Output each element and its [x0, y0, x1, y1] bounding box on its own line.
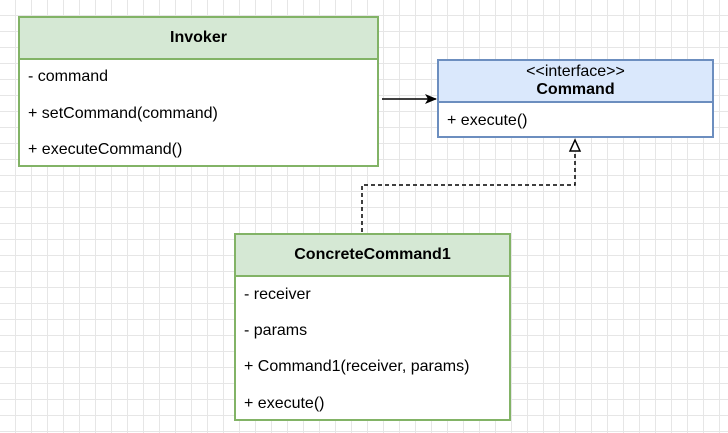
command-interface[interactable]: <<interface>> Command + execute() [437, 59, 714, 138]
concrete-command-class[interactable]: ConcreteCommand1 - receiver - params + C… [234, 233, 511, 421]
command-interface-stereotype: <<interface>> [526, 63, 625, 81]
invoker-class-header: Invoker [20, 18, 377, 60]
command-interface-name: Command [536, 81, 615, 98]
command-interface-header: <<interface>> Command [439, 61, 712, 103]
concrete-method-execute: + execute() [244, 395, 325, 412]
invoker-class[interactable]: Invoker - command + setCommand(command) … [18, 16, 379, 167]
invoker-class-name: Invoker [170, 29, 227, 46]
invoker-attribute-command: - command [28, 68, 109, 85]
concrete-command-class-name: ConcreteCommand1 [294, 246, 451, 263]
invoker-method-setcommand: + setCommand(command) [28, 105, 218, 122]
concrete-attribute-receiver: - receiver [244, 286, 311, 303]
command-method-execute: + execute() [447, 112, 528, 129]
concrete-command-class-header: ConcreteCommand1 [236, 235, 509, 277]
concrete-method-constructor: + Command1(receiver, params) [244, 358, 470, 375]
concrete-attribute-params: - params [244, 322, 308, 339]
realization-line[interactable] [361, 151, 576, 232]
realization-arrowhead [568, 138, 582, 152]
invoker-method-executecommand: + executeCommand() [28, 141, 183, 158]
